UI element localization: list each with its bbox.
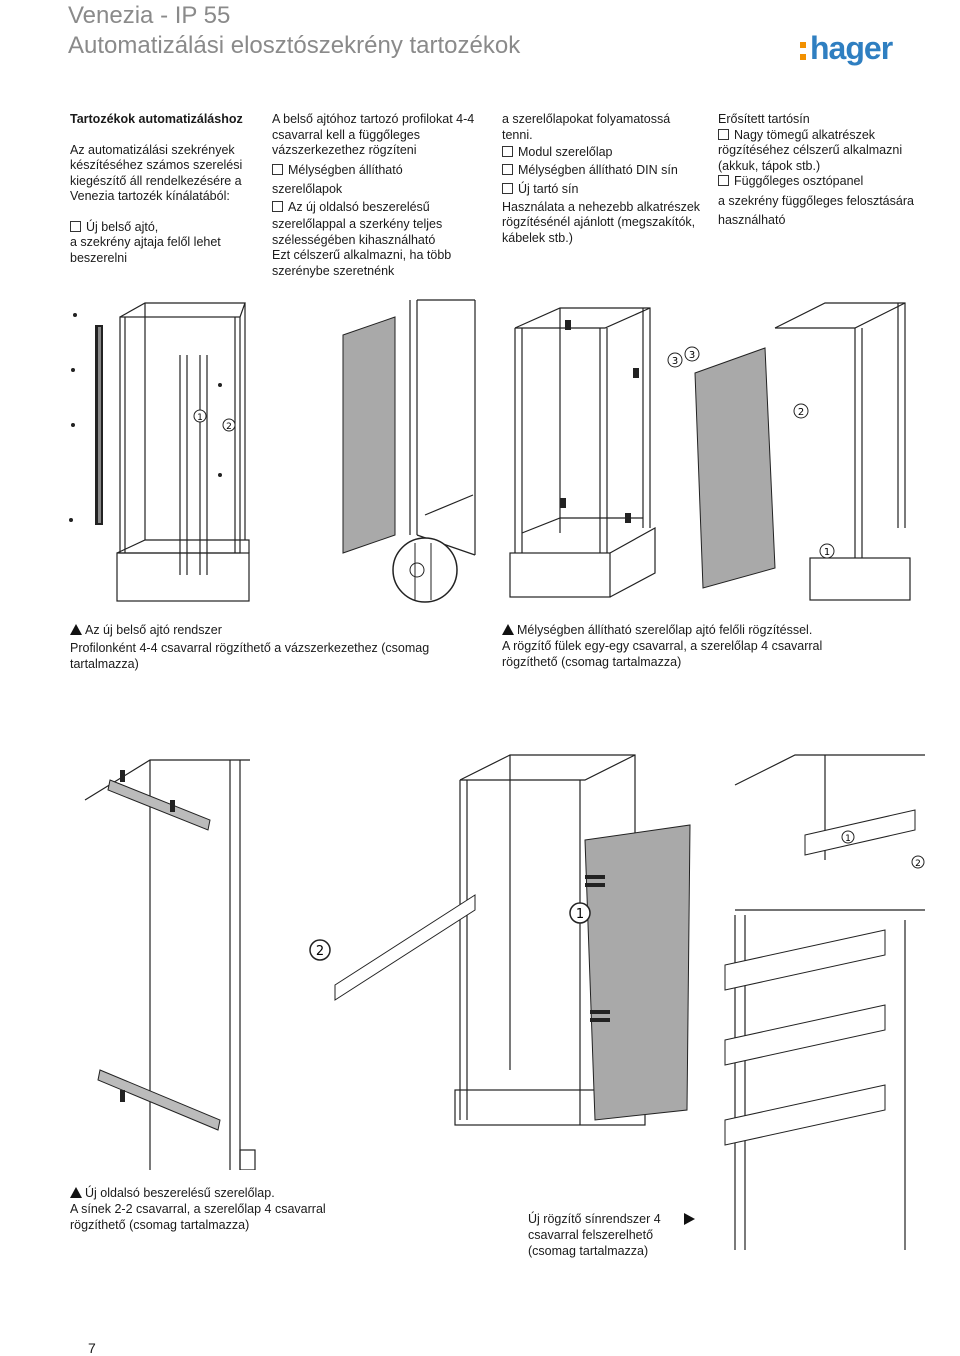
col4-item1b: rögzítéséhez célszerű alkalmazni (akkuk,… <box>718 143 903 173</box>
col2-intro: A belső ajtóhoz tartozó profilokat 4-4 c… <box>272 112 475 157</box>
col2-item2: Az új oldalsó beszerelésű <box>272 200 482 216</box>
col3-item3-label: Új tartó sín <box>518 182 579 196</box>
col4-item1-label: Nagy tömegű alkatrészek <box>734 127 876 142</box>
callout-2b: 2 <box>798 407 804 418</box>
logo-dots-icon <box>800 42 808 66</box>
col4-item2: Függőleges osztópanel <box>718 174 933 190</box>
callout-1: 1 <box>197 413 203 423</box>
cabinet-side-panel-drawing: 3 3 2 1 <box>667 302 911 601</box>
caption-depth-plate: Mélységben állítható szerelőlap ajtó fel… <box>502 622 832 670</box>
triangle-up-icon <box>70 1187 82 1198</box>
col3-item1: Modul szerelőlap <box>502 145 702 161</box>
col2-item2b: szerelőlappal a szerkény teljes szélessé… <box>272 217 443 247</box>
checkbox-icon <box>502 183 513 194</box>
column-2: A belső ajtóhoz tartozó profilokat 4-4 c… <box>272 112 482 279</box>
checkbox-icon <box>718 175 729 186</box>
page-number: 7 <box>88 1340 96 1356</box>
callout-1b: 1 <box>824 547 830 558</box>
col3-tail: Használata a nehezebb alkatrészek rögzít… <box>502 199 701 245</box>
col3-item2: Mélységben állítható DIN sín <box>502 163 702 179</box>
col4-item2b: a szekrény függőleges felosztására <box>718 193 914 208</box>
caption-rail-line3: (csomag tartalmazza) <box>528 1244 649 1258</box>
col2-item1-label: Mélységben állítható <box>288 162 403 177</box>
col4-heading: Erősített tartósín <box>718 112 810 126</box>
page-title-line1: Venezia - IP 55 <box>68 2 231 29</box>
side-mount-rails-drawing <box>84 759 256 1170</box>
checkbox-icon <box>272 163 283 175</box>
caption-inner-door-body: Profilonként 4-4 csavarral rögzíthető a … <box>70 641 430 671</box>
caption-depth-plate-body: A rögzítő fülek egy-egy csavarral, a sze… <box>502 639 823 669</box>
col1-item1: Új belső ajtó, <box>70 220 255 236</box>
col2-item2-label: Az új oldalsó beszerelésű <box>288 199 430 214</box>
col2-item1: Mélységben állítható <box>272 163 482 179</box>
callout-2d: 2 <box>915 859 921 869</box>
callout-3a: 3 <box>672 356 678 367</box>
col4-item2-label: Függőleges osztópanel <box>734 174 864 188</box>
checkbox-icon <box>272 200 283 212</box>
caption-depth-plate-title: Mélységben állítható szerelőlap ajtó fel… <box>517 623 813 637</box>
callout-3b: 3 <box>689 350 695 361</box>
brand-name: hager <box>810 30 893 66</box>
callout-2: 2 <box>226 422 232 432</box>
col3-item3: Új tartó sín <box>502 182 702 198</box>
cabinet-depth-panel-drawing <box>342 299 476 603</box>
col2-item1b: szerelőlapok <box>272 182 343 196</box>
col2-tail: Ezt célszerű alkalmazni, ha több szerény… <box>272 248 452 278</box>
col1-item1-desc: a szekrény ajtaja felől lehet beszerelni <box>70 235 221 265</box>
col3-item2-label: Mélységben állítható DIN sín <box>518 162 678 177</box>
triangle-up-icon <box>70 624 82 635</box>
checkbox-icon <box>70 220 81 232</box>
triangle-up-icon <box>502 624 514 635</box>
callout-2c: 2 <box>316 944 324 959</box>
col1-intro: Az automatizálási szekrények készítéséhe… <box>70 142 243 204</box>
caption-inner-door-title: Az új belső ajtó rendszer <box>85 623 222 637</box>
caption-side-plate-body: A sínek 2-2 csavarral, a szerelőlap 4 cs… <box>70 1202 326 1232</box>
col4-item2c: használható <box>718 213 786 227</box>
column-4: Erősített tartósín Nagy tömegű alkatrész… <box>718 112 933 229</box>
caption-rail-system: Új rögzítő sínrendszer 4 csavarral felsz… <box>528 1211 698 1259</box>
checkbox-icon <box>718 128 729 140</box>
col4-item1: Nagy tömegű alkatrészek <box>718 128 933 144</box>
col3-item1-label: Modul szerelőlap <box>518 145 613 159</box>
callout-1d: 1 <box>845 834 851 844</box>
page-title-line2: Automatizálási elosztószekrény tartozéko… <box>68 32 521 59</box>
checkbox-icon <box>502 163 513 175</box>
callout-1c: 1 <box>576 907 584 922</box>
triangle-right-icon <box>684 1212 695 1230</box>
col1-item1-label: Új belső ajtó, <box>86 219 159 234</box>
caption-rail-line1: Új rögzítő sínrendszer 4 <box>528 1212 661 1226</box>
caption-inner-door: Az új belső ajtó rendszer Profilonként 4… <box>70 622 430 672</box>
caption-side-plate: Új oldalsó beszerelésű szerelőlap. A sín… <box>70 1185 370 1233</box>
col1-heading: Tartozékok automatizáláshoz <box>70 112 243 126</box>
column-3: a szerelőlapokat folyamatossá tenni. Mod… <box>502 112 702 246</box>
column-1: Tartozékok automatizáláshoz Az automatiz… <box>70 112 255 266</box>
hager-logo: hager <box>800 30 900 70</box>
cabinet-door-plate-drawing: 2 1 <box>309 754 691 1126</box>
cabinet-inner-door-drawing: 1 2 <box>69 302 250 602</box>
col3-intro: a szerelőlapokat folyamatossá tenni. <box>502 112 671 142</box>
mounting-rail-system-drawing: 1 2 <box>724 754 925 1250</box>
checkbox-icon <box>502 146 513 157</box>
cabinet-module-plate-drawing <box>509 307 656 598</box>
caption-rail-line2: csavarral felszerelhető <box>528 1228 654 1242</box>
caption-side-plate-title: Új oldalsó beszerelésű szerelőlap. <box>85 1186 275 1200</box>
